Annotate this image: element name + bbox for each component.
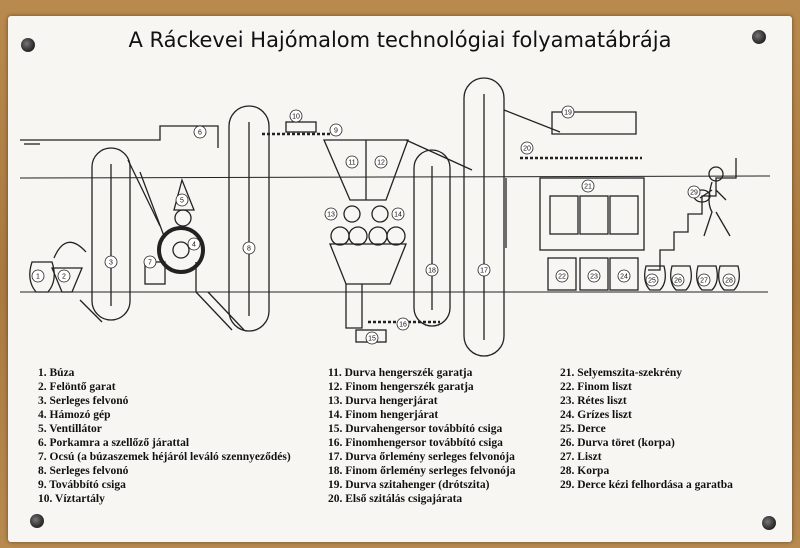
legend-item: 2. Felöntő garat (38, 381, 116, 393)
legend-col-2: 11. Durva hengerszék garatja 12. Finom h… (328, 366, 515, 506)
svg-text:22: 22 (558, 274, 566, 281)
legend-item: 24. Grízes liszt (560, 409, 632, 421)
legend-item: 27. Liszt (560, 451, 602, 463)
process-number-20: 20 (520, 141, 534, 155)
svg-text:1: 1 (36, 274, 40, 281)
screw-top-left (21, 38, 35, 52)
svg-text:17: 17 (480, 268, 488, 275)
svg-text:21: 21 (584, 184, 592, 191)
legend-item: 17. Durva őrlemény serleges felvonója (328, 451, 515, 463)
svg-text:18: 18 (428, 268, 436, 275)
process-number-13: 13 (324, 207, 338, 221)
process-number-18: 18 (425, 263, 439, 277)
svg-text:6: 6 (198, 130, 202, 137)
legend-item: 16. Finomhengersor továbbító csiga (328, 437, 503, 449)
svg-text:19: 19 (564, 110, 572, 117)
legend-item: 20. Első szitálás csigajárata (328, 493, 463, 505)
process-number-14: 14 (391, 207, 405, 221)
svg-text:23: 23 (590, 274, 598, 281)
legend-item: 4. Hámozó gép (38, 409, 111, 421)
process-number-21: 21 (581, 179, 595, 193)
process-number-28: 28 (722, 273, 736, 287)
svg-text:13: 13 (327, 212, 335, 219)
legend-item: 21. Selyemszita-szekrény (560, 367, 682, 379)
process-number-2: 2 (57, 269, 71, 283)
page-title: A Ráckevei Hajómalom technológiai folyam… (128, 28, 672, 52)
process-number-15: 15 (365, 331, 379, 345)
process-number-11: 11 (345, 155, 359, 169)
process-number-10: 10 (289, 109, 303, 123)
process-number-23: 23 (587, 269, 601, 283)
svg-text:12: 12 (377, 160, 385, 167)
legend-col-1: 1. Búza 2. Felöntő garat 3. Serleges fel… (38, 366, 291, 506)
process-number-29: 29 (687, 185, 701, 199)
svg-text:4: 4 (192, 242, 196, 249)
process-number-9: 9 (329, 123, 343, 137)
process-number-3: 3 (104, 255, 118, 269)
svg-text:7: 7 (148, 260, 152, 267)
process-number-24: 24 (617, 269, 631, 283)
legend-item: 29. Derce kézi felhordása a garatba (560, 479, 733, 491)
svg-text:2: 2 (62, 274, 66, 281)
process-number-26: 26 (671, 273, 685, 287)
legend-item: 5. Ventillátor (38, 423, 102, 435)
svg-text:26: 26 (674, 278, 682, 285)
svg-text:11: 11 (348, 160, 355, 167)
svg-text:24: 24 (620, 274, 628, 281)
svg-text:27: 27 (700, 278, 708, 285)
info-board (8, 16, 792, 542)
process-number-19: 19 (561, 105, 575, 119)
process-number-22: 22 (555, 269, 569, 283)
legend-item: 22. Finom liszt (560, 381, 632, 393)
process-number-6: 6 (193, 125, 207, 139)
screw-bottom-left (30, 514, 44, 528)
legend-item: 9. Továbbító csiga (38, 479, 126, 491)
legend-item: 15. Durvahengersor továbbító csiga (328, 423, 503, 435)
process-number-4: 4 (187, 237, 201, 251)
process-number-8: 8 (242, 241, 256, 255)
svg-text:10: 10 (292, 114, 300, 121)
legend-item: 8. Serleges felvonó (38, 465, 129, 477)
process-number-16: 16 (396, 317, 410, 331)
legend-item: 1. Búza (38, 367, 75, 379)
process-number-1: 1 (31, 269, 45, 283)
legend-item: 13. Durva hengerjárat (328, 395, 438, 407)
svg-text:20: 20 (523, 146, 531, 153)
svg-text:5: 5 (180, 198, 184, 205)
process-number-5: 5 (175, 193, 189, 207)
svg-text:9: 9 (334, 128, 338, 135)
process-number-7: 7 (143, 255, 157, 269)
svg-text:15: 15 (368, 336, 376, 343)
screw-bottom-right (762, 516, 776, 530)
legend-col-3: 21. Selyemszita-szekrény 22. Finom liszt… (560, 366, 733, 492)
legend-item: 28. Korpa (560, 465, 610, 477)
legend-item: 19. Durva szitahenger (drótszita) (328, 479, 490, 491)
svg-text:8: 8 (247, 246, 251, 253)
legend-item: 18. Finom őrlemény serleges felvonója (328, 465, 516, 477)
legend-item: 6. Porkamra a szellőző járattal (38, 437, 190, 449)
svg-text:29: 29 (690, 190, 698, 197)
svg-text:14: 14 (394, 212, 402, 219)
process-number-12: 12 (374, 155, 388, 169)
legend-item: 26. Durva töret (korpa) (560, 437, 675, 449)
legend-item: 23. Rétes liszt (560, 395, 627, 407)
legend-item: 14. Finom hengerjárat (328, 409, 439, 421)
svg-text:25: 25 (648, 278, 656, 285)
svg-text:16: 16 (399, 322, 407, 329)
svg-text:3: 3 (109, 260, 113, 267)
svg-text:28: 28 (725, 278, 733, 285)
legend-item: 11. Durva hengerszék garatja (328, 367, 473, 379)
process-number-25: 25 (645, 273, 659, 287)
legend-item: 25. Derce (560, 423, 606, 435)
process-number-27: 27 (697, 273, 711, 287)
legend-item: 12. Finom hengerszék garatja (328, 381, 474, 393)
legend-item: 7. Ocsú (a búzaszemek héjáról leváló sze… (38, 451, 291, 463)
screw-top-right (752, 30, 766, 44)
process-number-17: 17 (477, 263, 491, 277)
legend-item: 10. Víztartály (38, 493, 105, 505)
legend-item: 3. Serleges felvonó (38, 395, 129, 407)
